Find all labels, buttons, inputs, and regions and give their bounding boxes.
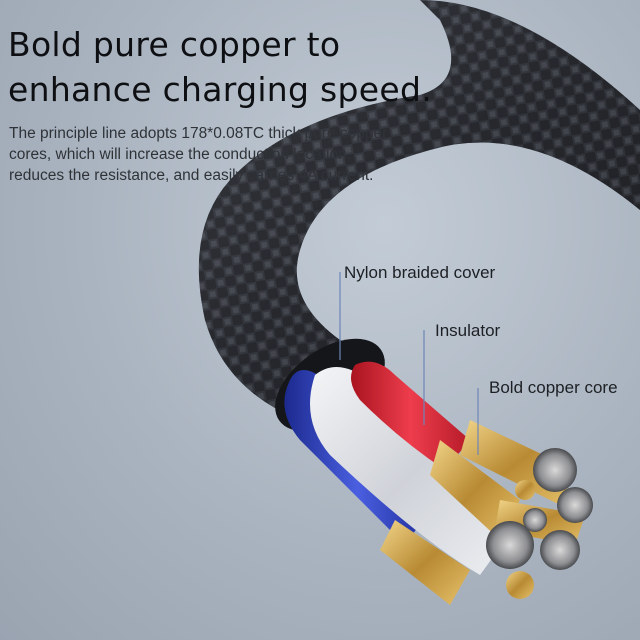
strand-ends bbox=[486, 448, 593, 599]
headline-line-2: enhance charging speed. bbox=[8, 70, 433, 109]
headline: Bold pure copper to enhance charging spe… bbox=[8, 22, 478, 112]
description-line-1: The principle line adopts 178*0.08TC thi… bbox=[9, 125, 388, 142]
headline-line-1: Bold pure copper to bbox=[8, 25, 341, 64]
white-wire bbox=[310, 367, 520, 575]
callout-lines bbox=[339, 272, 479, 455]
description: The principle line adopts 178*0.08TC thi… bbox=[9, 123, 489, 186]
callout-nylon-braided-cover: Nylon braided cover bbox=[344, 263, 496, 282]
callout-bold-copper-core: Bold copper core bbox=[489, 378, 618, 397]
callout-insulator: Insulator bbox=[435, 321, 501, 340]
description-line-2: cores, which will increase the conductio… bbox=[9, 146, 352, 163]
description-line-3: reduces the resistance, and easily carri… bbox=[9, 167, 374, 184]
